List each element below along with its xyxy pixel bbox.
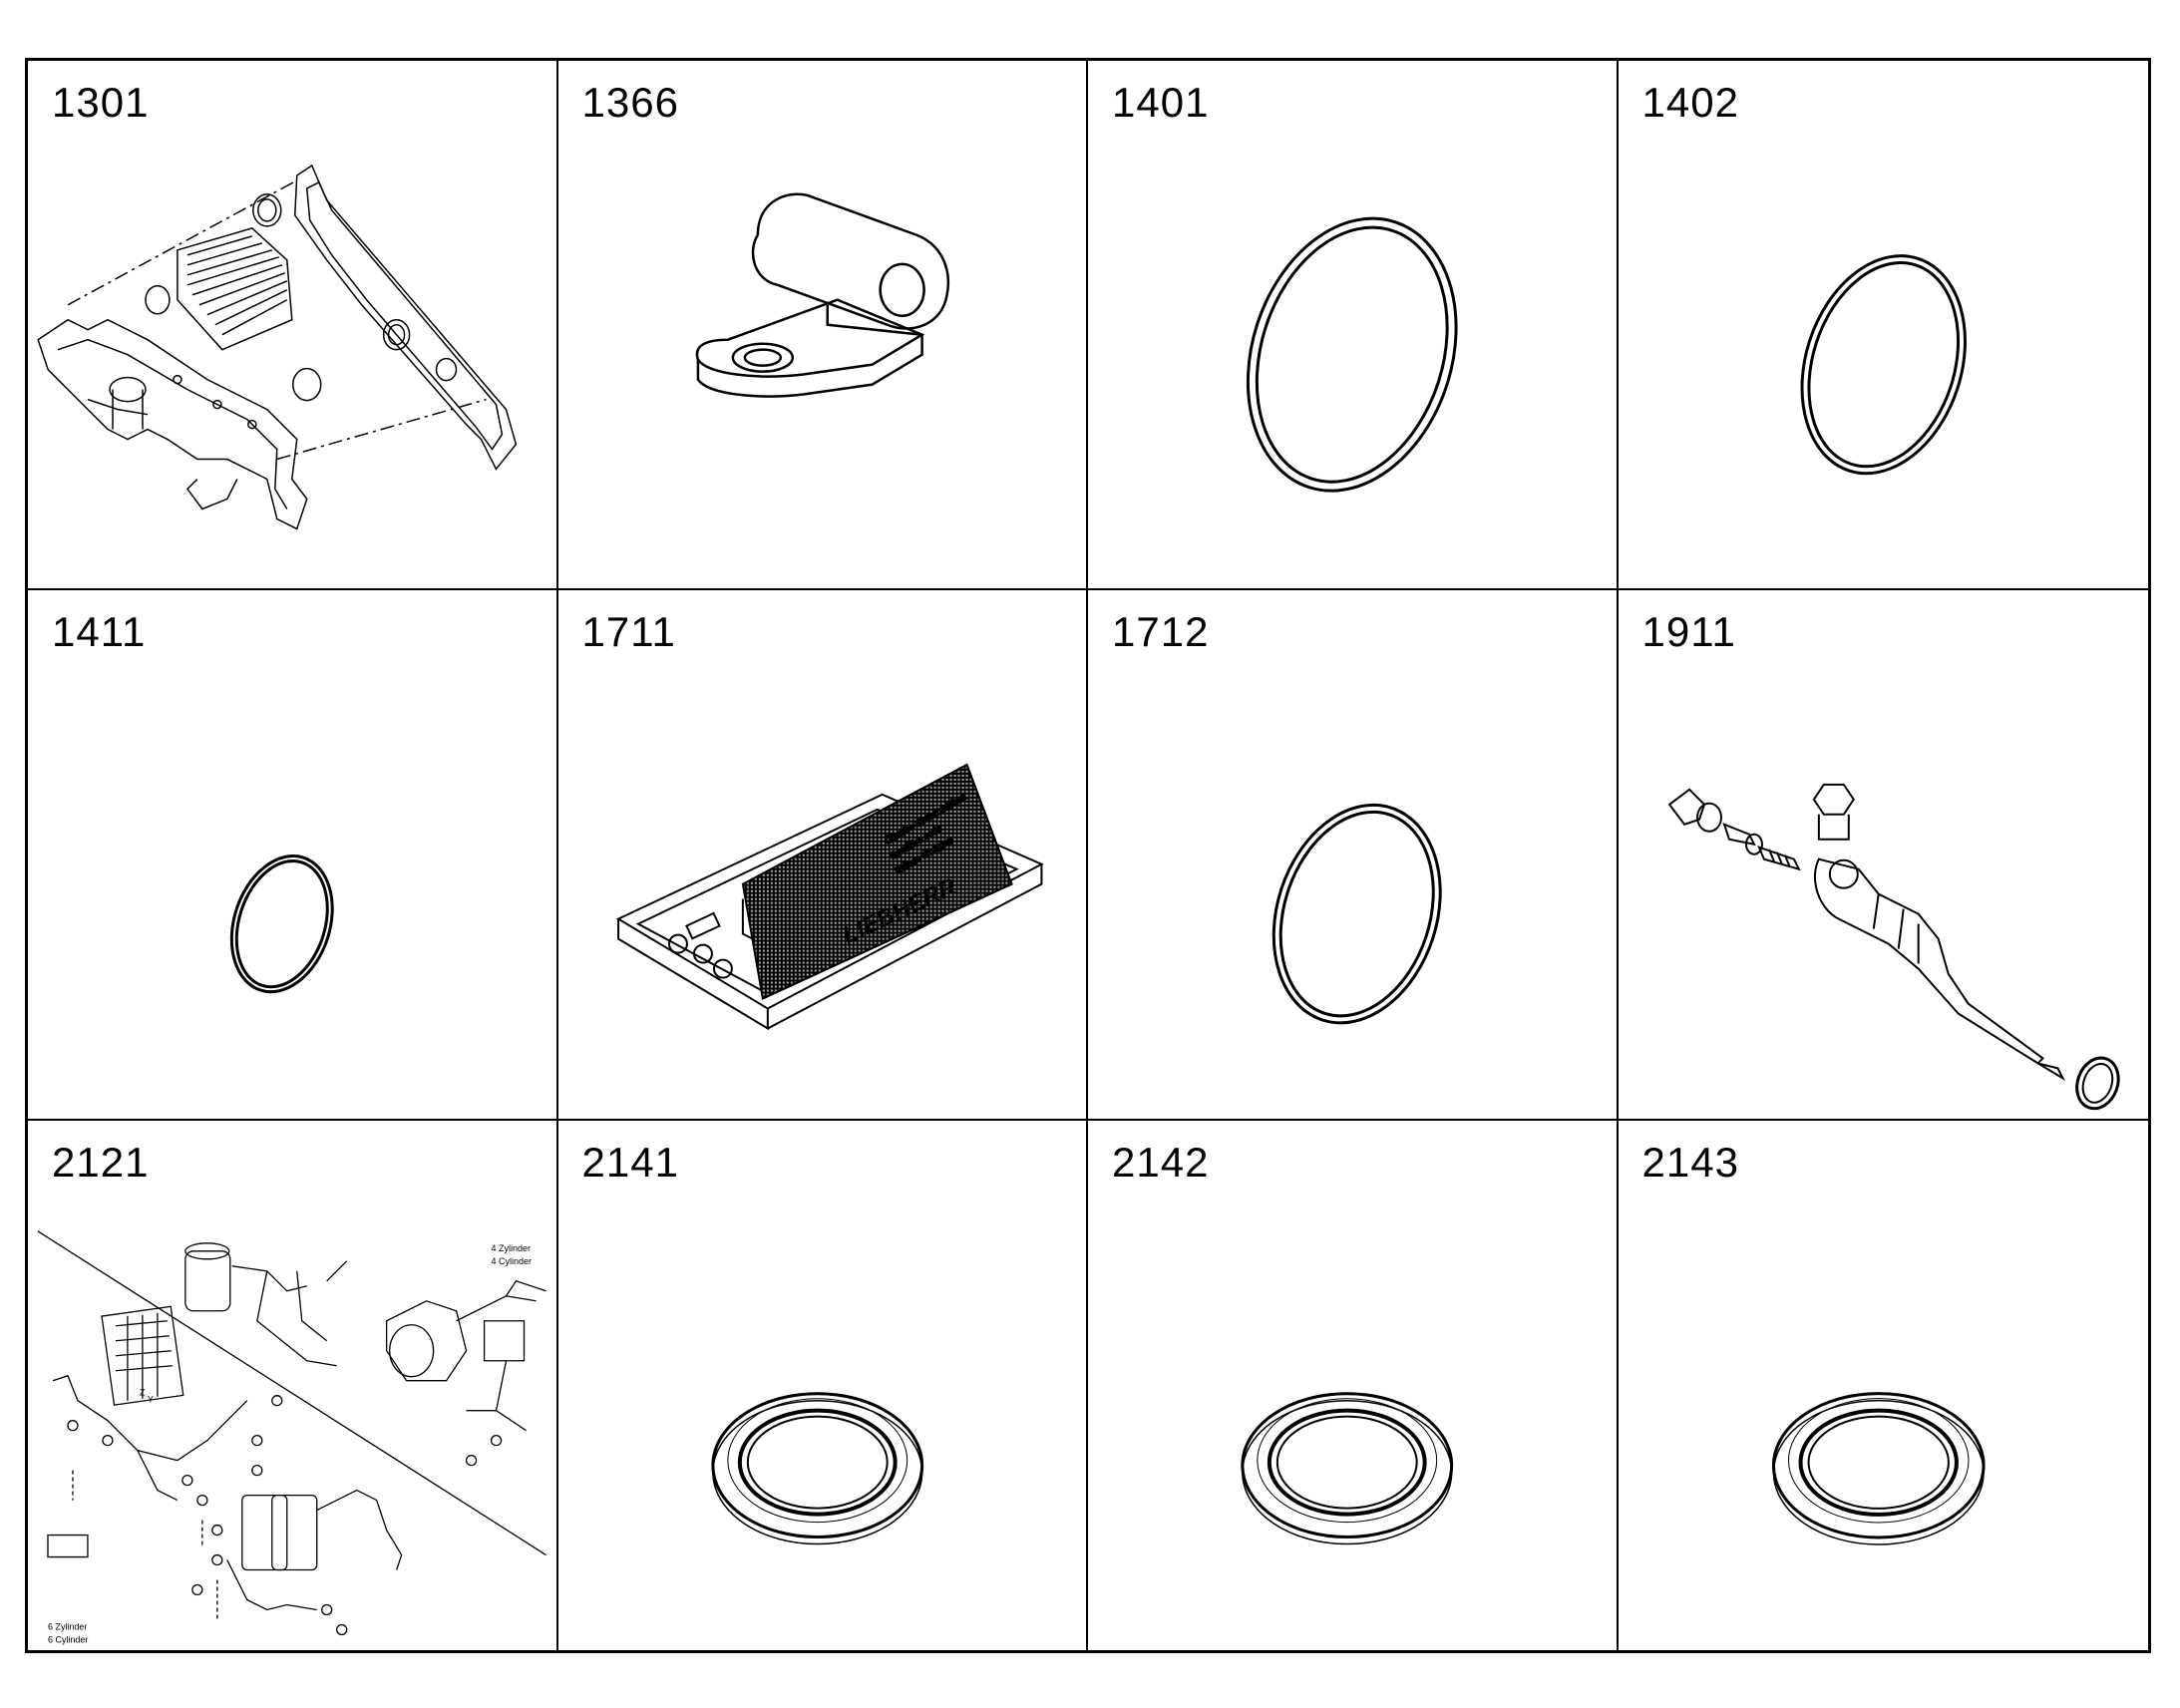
part-cell[interactable]: 2121 4 Zylinder 4 Cylinder 6 Zylinder 6 … [28,1120,558,1650]
fuel-system-exploded-icon: 4 Zylinder 4 Cylinder 6 Zylinder 6 Cylin… [28,1200,556,1644]
part-number: 1401 [1112,79,1210,126]
o-ring-large-icon [1088,141,1617,588]
sealing-ring-icon [558,1200,1087,1650]
injector-assembly-icon [1619,670,2149,1118]
part-number: 1402 [1641,79,1739,126]
sealing-ring-icon [1088,1200,1617,1650]
part-number: 1712 [1112,608,1210,656]
part-cell[interactable]: 1911 [1618,590,2149,1121]
part-cell[interactable]: 1711 Ölprobe-Steuerzeichen Sensitive cod… [557,590,1088,1121]
part-number: 1711 [581,608,676,656]
bracket-clip-icon [558,141,1087,588]
part-number: 2142 [1112,1138,1210,1186]
part-cell[interactable]: 2142 [1088,1120,1619,1650]
part-number: 2121 [52,1138,150,1186]
cylinder-6-en-label: 6 Cylinder [48,1634,88,1644]
sealing-ring-icon [1619,1200,2149,1650]
part-cell[interactable]: 1366 [557,61,1088,591]
oil-cooler-assembly-icon [28,141,556,588]
o-ring-small-icon [28,670,556,1118]
part-number: 2141 [581,1138,679,1186]
part-cell[interactable]: 2143 [1619,1121,2149,1650]
part-number: 1911 [1641,608,1736,656]
o-ring-medium-icon [1619,141,2149,588]
cylinder-4-en-label: 4 Cylinder [492,1255,532,1265]
part-cell[interactable]: 1301 [28,61,558,591]
part-cell[interactable]: 1712 [1088,590,1619,1121]
cylinder-6-de-label: 6 Zylinder [48,1621,87,1631]
part-number: 1366 [581,79,679,126]
part-cell[interactable]: 1402 [1618,61,2149,591]
part-cell[interactable]: 1401 [1088,61,1619,591]
liebherr-tool-kit-icon: Ölprobe-Steuerzeichen Sensitive code Ind… [558,670,1087,1118]
part-cell[interactable]: 1411 [28,590,558,1121]
part-cell[interactable]: 2141 [558,1120,1088,1650]
part-number: 1411 [52,608,147,656]
cylinder-4-de-label: 4 Zylinder [492,1242,531,1252]
o-ring-oval-icon [1088,670,1617,1118]
parts-grid: 1301 1366 [25,58,2151,1653]
part-number: 1301 [52,79,150,126]
part-number: 2143 [1641,1138,1739,1186]
